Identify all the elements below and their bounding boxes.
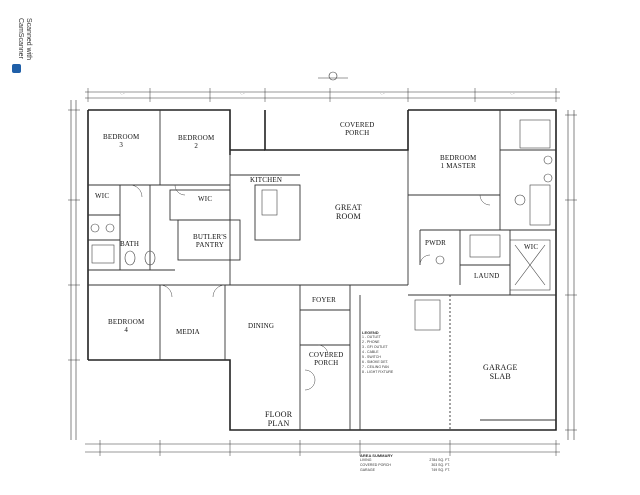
watermark: Scanned with CamScanner [12,18,34,78]
room-foyer: FOYER [312,296,336,304]
legend-item: 4 - CABLE [362,350,379,354]
exterior-walls [87,109,557,431]
legend: LEGEND 1 - OUTLET 2 - PHONE 3 - GFI OUTL… [362,330,442,375]
svg-text:' - ": ' - " [120,92,124,96]
legend-item: 6 - SMOKE DET. [362,360,389,364]
north-arrow-icon [318,71,348,81]
room-wic-right: WIC [524,243,539,251]
legend-item: 3 - GFI OUTLET [362,345,388,349]
room-wic-center: WIC [198,195,213,203]
dimension-notes: ' - " ' - " ' - " ' - " [120,92,514,96]
legend-item: 2 - PHONE [362,340,380,344]
door-swings [129,184,491,391]
room-wic-left: WIC [95,192,110,200]
camscanner-icon [12,64,21,73]
area-summary-title: AREA SUMMARY [360,453,393,458]
legend-title: LEGEND [362,330,379,335]
svg-text:' - ": ' - " [380,92,384,96]
watermark-line1: Scanned with [25,18,32,61]
svg-text:' - ": ' - " [510,92,514,96]
room-bath: BATH [120,240,140,248]
watermark-line2: CamScanner [17,18,24,59]
fixtures [90,119,553,331]
room-media: MEDIA [176,328,200,336]
legend-item: 8 - LIGHT FIXTURE [362,370,394,374]
room-dining: DINING [248,322,275,330]
room-kitchen: KITCHEN [250,176,283,184]
svg-text:' - ": ' - " [240,92,244,96]
room-laundry: LAUND [474,272,500,280]
legend-item: 7 - CEILING FAN [362,365,389,369]
room-powder: PWDR [425,239,447,247]
legend-item: 1 - OUTLET [362,335,381,339]
dimension-lines [68,88,577,456]
legend-item: 5 - SWITCH [362,355,381,359]
interior-walls [88,110,556,430]
